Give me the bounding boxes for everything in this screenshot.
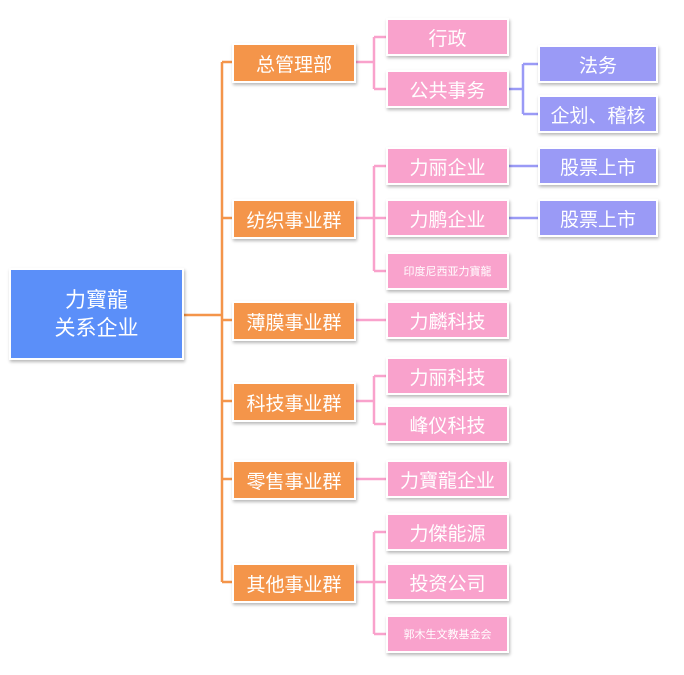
division-retail: 零售事业群 <box>232 460 356 500</box>
unit-public-affairs: 公共事务 <box>386 70 509 108</box>
root-node: 力寶龍 关系企业 <box>9 268 184 360</box>
division-technology: 科技事业群 <box>232 382 356 422</box>
unit-lijie-energy: 力傑能源 <box>386 513 509 551</box>
root-connectors <box>184 60 232 584</box>
subunit-legal: 法务 <box>538 45 658 83</box>
division-general-management: 总管理部 <box>232 43 356 83</box>
subunit-stock-listing-lili: 股票上市 <box>538 147 658 185</box>
unit-connectors <box>509 62 538 220</box>
unit-investment-company: 投资公司 <box>386 563 509 601</box>
division-textile: 纺织事业群 <box>232 199 356 239</box>
division-connectors <box>356 35 386 636</box>
subunit-planning-audit: 企划、稽核 <box>538 95 658 133</box>
unit-education-foundation: 郭木生文教基金会 <box>386 615 509 653</box>
unit-lili-enterprise: 力丽企业 <box>386 147 509 185</box>
root-subtitle: 关系企业 <box>54 316 139 340</box>
unit-fengyi-technology: 峰仪科技 <box>386 405 509 443</box>
unit-lipeng-enterprise: 力鹏企业 <box>386 199 509 237</box>
unit-administration: 行政 <box>386 18 509 56</box>
subunit-stock-listing-lipeng: 股票上市 <box>538 199 658 237</box>
unit-lili-technology: 力丽科技 <box>386 357 509 395</box>
unit-lilin-technology: 力麟科技 <box>386 301 509 339</box>
unit-libaolong-enterprise: 力寶龍企业 <box>386 460 509 498</box>
unit-indonesia-libaolong: 印度尼西亚力寶龍 <box>386 252 509 290</box>
root-name: 力寶龍 <box>65 288 128 312</box>
division-film: 薄膜事业群 <box>232 301 356 341</box>
division-other: 其他事业群 <box>232 563 356 603</box>
